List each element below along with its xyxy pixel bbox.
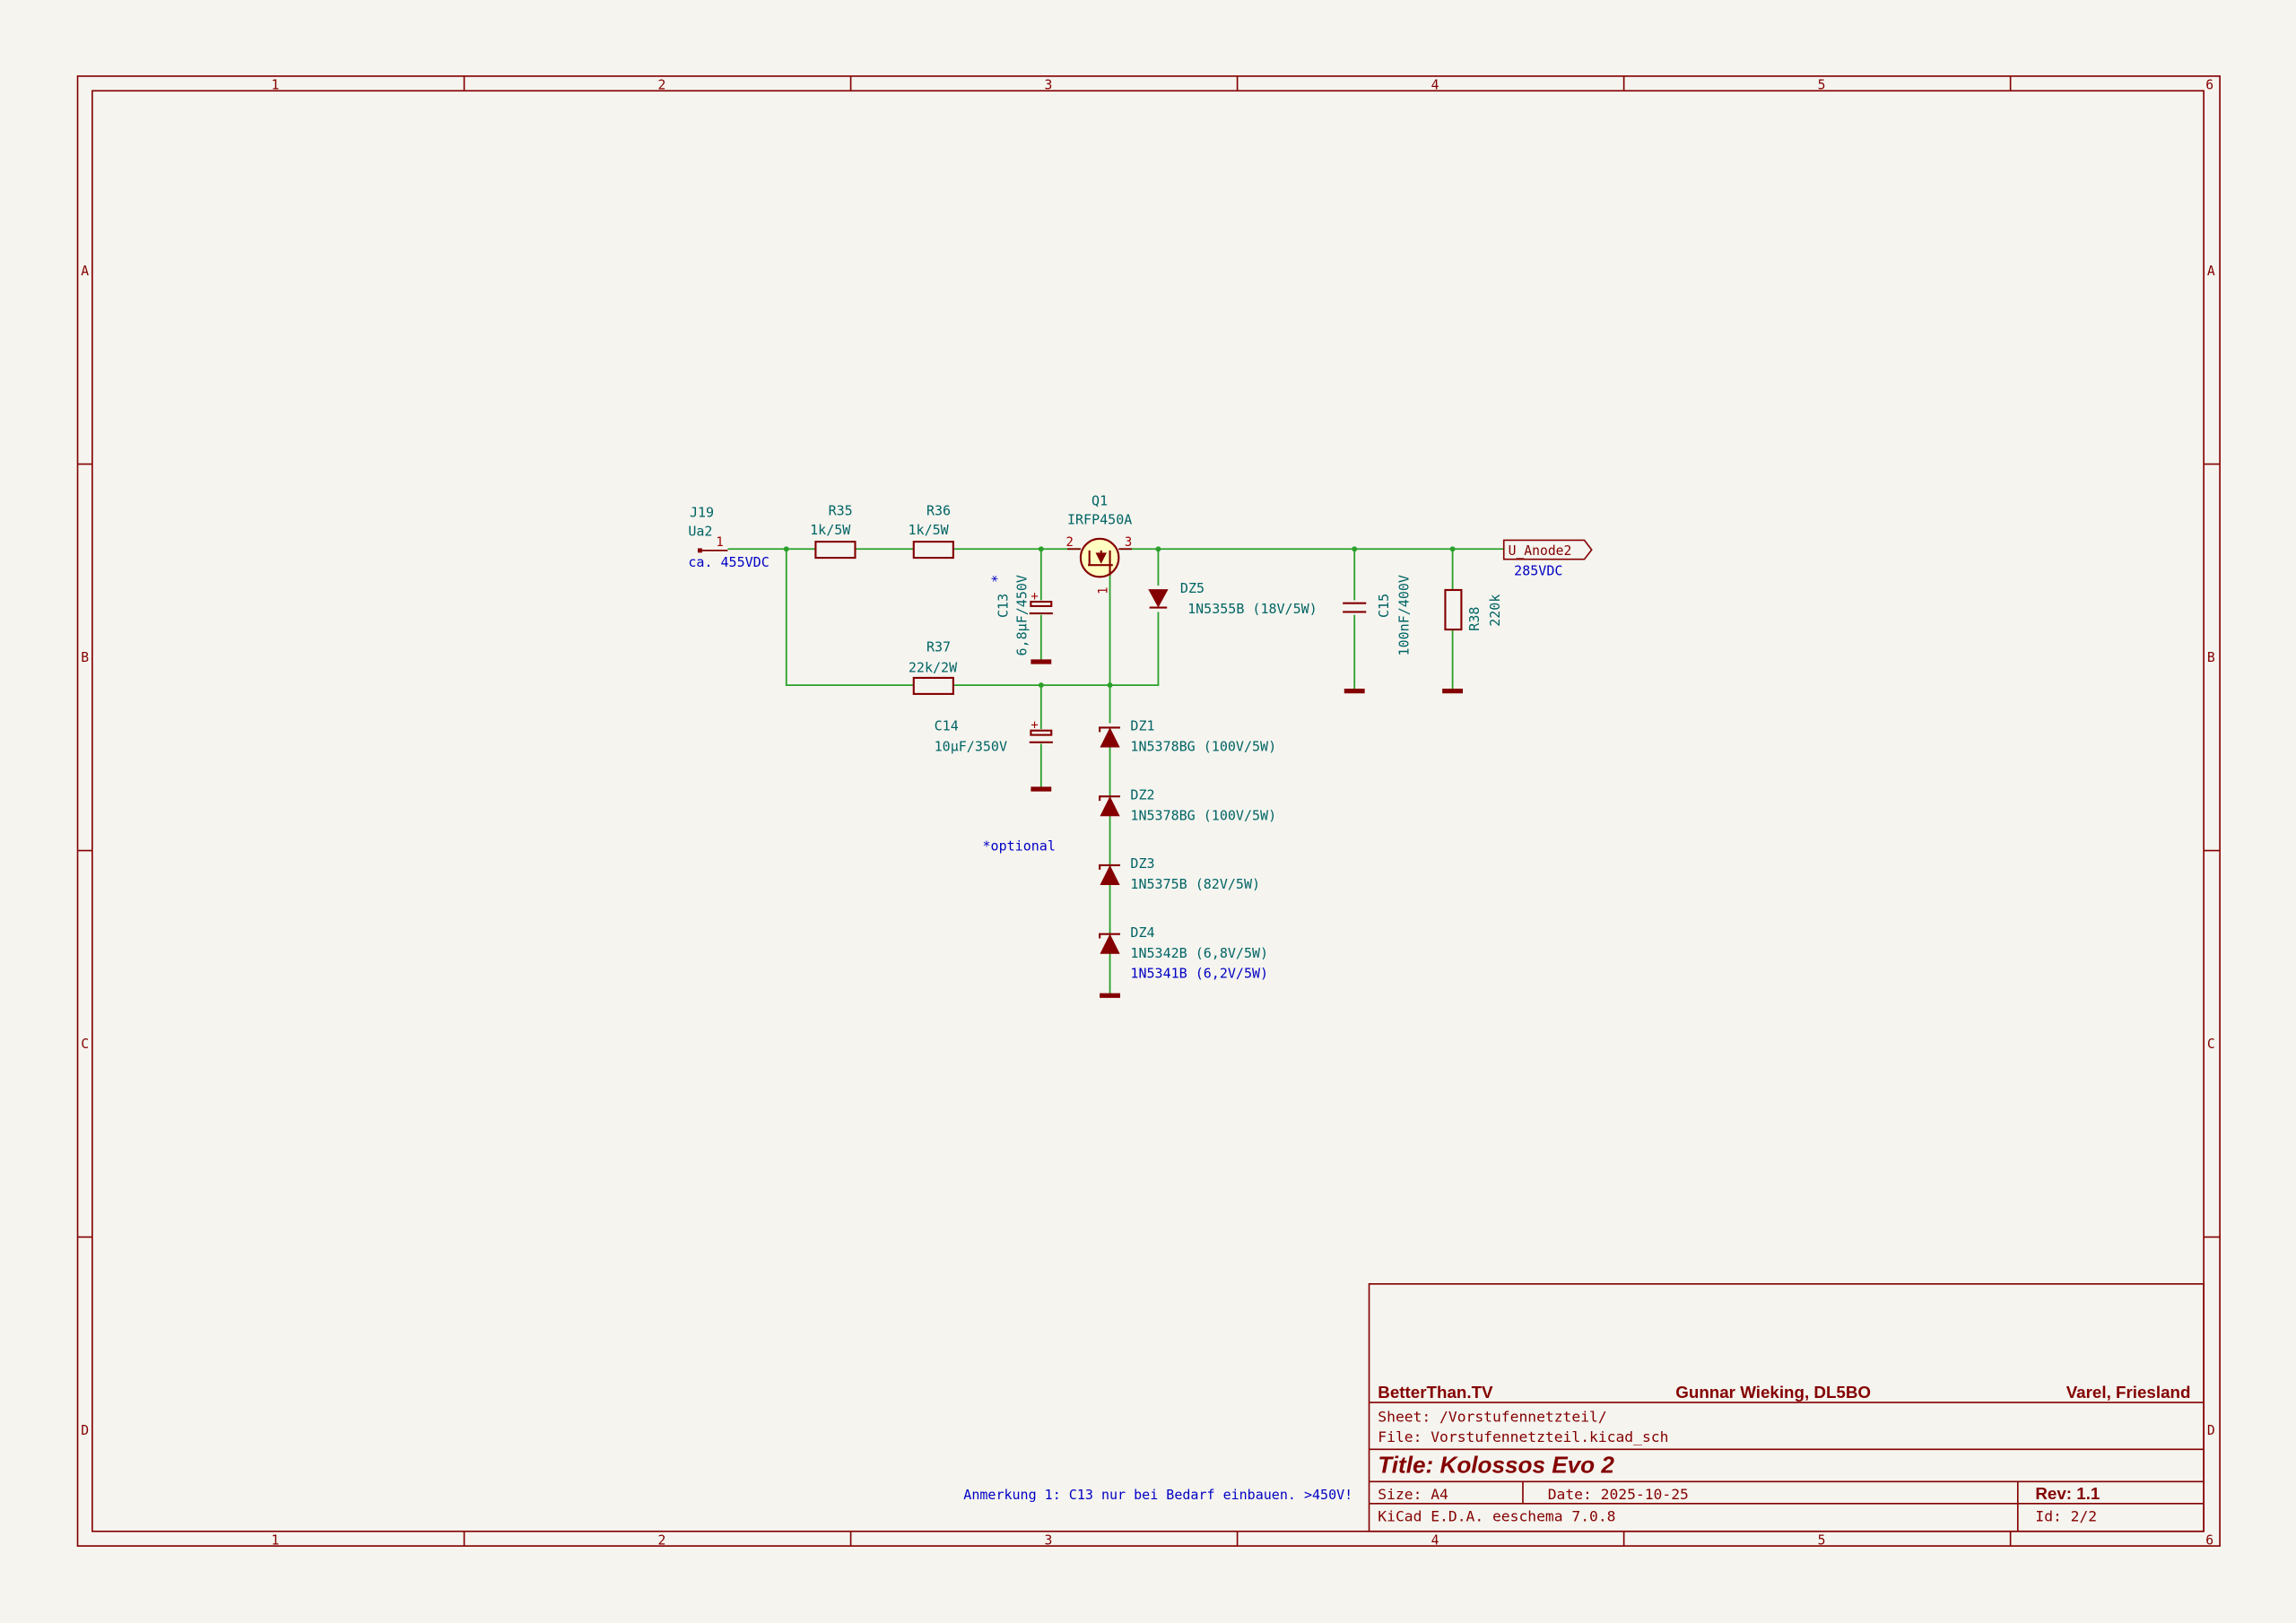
column-label: 5 <box>1818 1532 1826 1548</box>
tool-version: KiCad E.D.A. eeschema 7.0.8 <box>1378 1507 1615 1524</box>
column-label: 4 <box>1431 1532 1439 1548</box>
column-label: 1 <box>272 1532 280 1548</box>
author-name: Gunnar Wieking, DL5BO <box>1675 1383 1871 1402</box>
row-label: D <box>2207 1423 2215 1438</box>
zener-dz2[interactable]: DZ2 1N5378BG (100V/5W) <box>1099 786 1276 823</box>
j19-voltage-note: ca. 455VDC <box>688 554 769 570</box>
row-label: A <box>2207 264 2215 279</box>
schematic-title: Title: Kolossos Evo 2 <box>1378 1451 1614 1478</box>
row-label: C <box>81 1037 89 1052</box>
r38-value: 220k <box>1487 595 1503 627</box>
column-label: 1 <box>272 78 280 93</box>
capacitor-c15[interactable]: C15 100nF/400V <box>1343 575 1413 694</box>
dz1-value: 1N5378BG (100V/5W) <box>1130 739 1276 755</box>
date: Date: 2025-10-25 <box>1548 1486 1689 1503</box>
column-label: 4 <box>1431 78 1439 93</box>
dz3-value: 1N5375B (82V/5W) <box>1130 876 1260 892</box>
j19-value: Ua2 <box>688 524 712 540</box>
dz1-ref: DZ1 <box>1130 718 1154 734</box>
dz5-value: 1N5355B (18V/5W) <box>1187 601 1318 617</box>
resistor-r36[interactable]: R36 1k/5W <box>909 503 954 560</box>
paper-size: Size: A4 <box>1378 1486 1448 1503</box>
capacitor-c14[interactable]: + C14 10µF/350V <box>935 718 1053 792</box>
sheet-id: Id: 2/2 <box>2035 1507 2097 1524</box>
row-label: B <box>81 650 89 665</box>
c14-ref: C14 <box>935 718 959 734</box>
remark-note: Anmerkung 1: C13 nur bei Bedarf einbauen… <box>963 1487 1352 1503</box>
zener-dz4[interactable]: DZ4 1N5342B (6,8V/5W) 1N5341B (6,2V/5W) <box>1099 924 1268 998</box>
c14-value: 10µF/350V <box>935 739 1007 755</box>
dz4-alternative: 1N5341B (6,2V/5W) <box>1130 966 1268 982</box>
sheet-path: Sheet: /Vorstufennetzteil/ <box>1378 1408 1606 1425</box>
column-label: 2 <box>658 78 666 93</box>
row-label: C <box>2207 1037 2215 1052</box>
column-label: 2 <box>658 1532 666 1548</box>
dz2-ref: DZ2 <box>1130 786 1154 803</box>
column-label: 6 <box>2205 1532 2213 1548</box>
dz2-value: 1N5378BG (100V/5W) <box>1130 807 1276 823</box>
r35-ref: R35 <box>829 503 853 519</box>
q1-pin3: 3 <box>1125 535 1132 550</box>
c15-ref: C15 <box>1376 594 1392 618</box>
u-anode2-label: U_Anode2 <box>1509 543 1572 559</box>
resistor-r37[interactable]: R37 22k/2W <box>909 639 958 695</box>
r36-ref: R36 <box>926 503 951 519</box>
row-label: D <box>81 1423 89 1438</box>
column-label: 3 <box>1045 78 1053 93</box>
sheet-frame: 1 2 3 4 5 6 1 2 3 4 5 6 A B C D A B C D <box>76 75 2221 1548</box>
r37-ref: R37 <box>926 639 951 655</box>
revision: Rev: 1.1 <box>2035 1484 2100 1503</box>
dz5-ref: DZ5 <box>1180 580 1205 596</box>
zener-dz5[interactable]: DZ5 1N5355B (18V/5W) <box>1148 580 1318 617</box>
dz4-ref: DZ4 <box>1130 924 1154 941</box>
u-anode2-voltage-note: 285VDC <box>1514 563 1562 579</box>
q1-pin1: 1 <box>1096 587 1110 595</box>
zener-dz3[interactable]: DZ3 1N5375B (82V/5W) <box>1099 855 1260 892</box>
column-label: 3 <box>1045 1532 1053 1548</box>
c14-plus: + <box>1031 718 1038 733</box>
q1-ref: Q1 <box>1091 492 1108 508</box>
location: Varel, Friesland <box>2066 1383 2191 1402</box>
mosfet-q1[interactable]: Q1 IRFP450A 2 3 1 <box>1066 492 1133 595</box>
row-label: A <box>81 264 89 279</box>
c13-ref: C13 <box>995 594 1011 618</box>
q1-value: IRFP450A <box>1067 512 1132 528</box>
dz3-ref: DZ3 <box>1130 855 1154 872</box>
j19-pin: 1 <box>716 535 723 550</box>
zener-dz1[interactable]: DZ1 1N5378BG (100V/5W) <box>1099 718 1276 755</box>
r38-ref: R38 <box>1466 607 1483 631</box>
r37-value: 22k/2W <box>909 659 958 675</box>
net-label-u-anode2[interactable]: U_Anode2 285VDC <box>1502 539 1593 579</box>
connector-j19[interactable]: J19 Ua2 1 ca. 455VDC <box>688 504 769 570</box>
title-block: BetterThan.TV Gunnar Wieking, DL5BO Vare… <box>1368 1283 2205 1532</box>
column-label: 6 <box>2205 78 2213 93</box>
resistor-r35[interactable]: R35 1k/5W <box>810 503 857 560</box>
resistor-r38[interactable]: R38 220k <box>1442 588 1503 694</box>
c15-value: 100nF/400V <box>1396 575 1413 655</box>
dz4-value: 1N5342B (6,8V/5W) <box>1130 945 1268 961</box>
j19-ref: J19 <box>690 504 714 520</box>
c13-plus: + <box>1031 589 1038 603</box>
optional-note: *optional <box>983 838 1056 855</box>
c13-optional-mark: * <box>989 575 1005 583</box>
column-label: 5 <box>1818 78 1826 93</box>
r35-value: 1k/5W <box>810 522 851 538</box>
row-label: B <box>2207 650 2215 665</box>
company-name: BetterThan.TV <box>1378 1383 1493 1402</box>
r36-value: 1k/5W <box>909 522 950 538</box>
capacitor-c13[interactable]: + C13 * 6,8µF/450V <box>989 575 1053 664</box>
file-name: File: Vorstufennetzteil.kicad_sch <box>1378 1428 1668 1445</box>
q1-pin2: 2 <box>1066 535 1074 550</box>
c13-value: 6,8µF/450V <box>1013 575 1030 655</box>
